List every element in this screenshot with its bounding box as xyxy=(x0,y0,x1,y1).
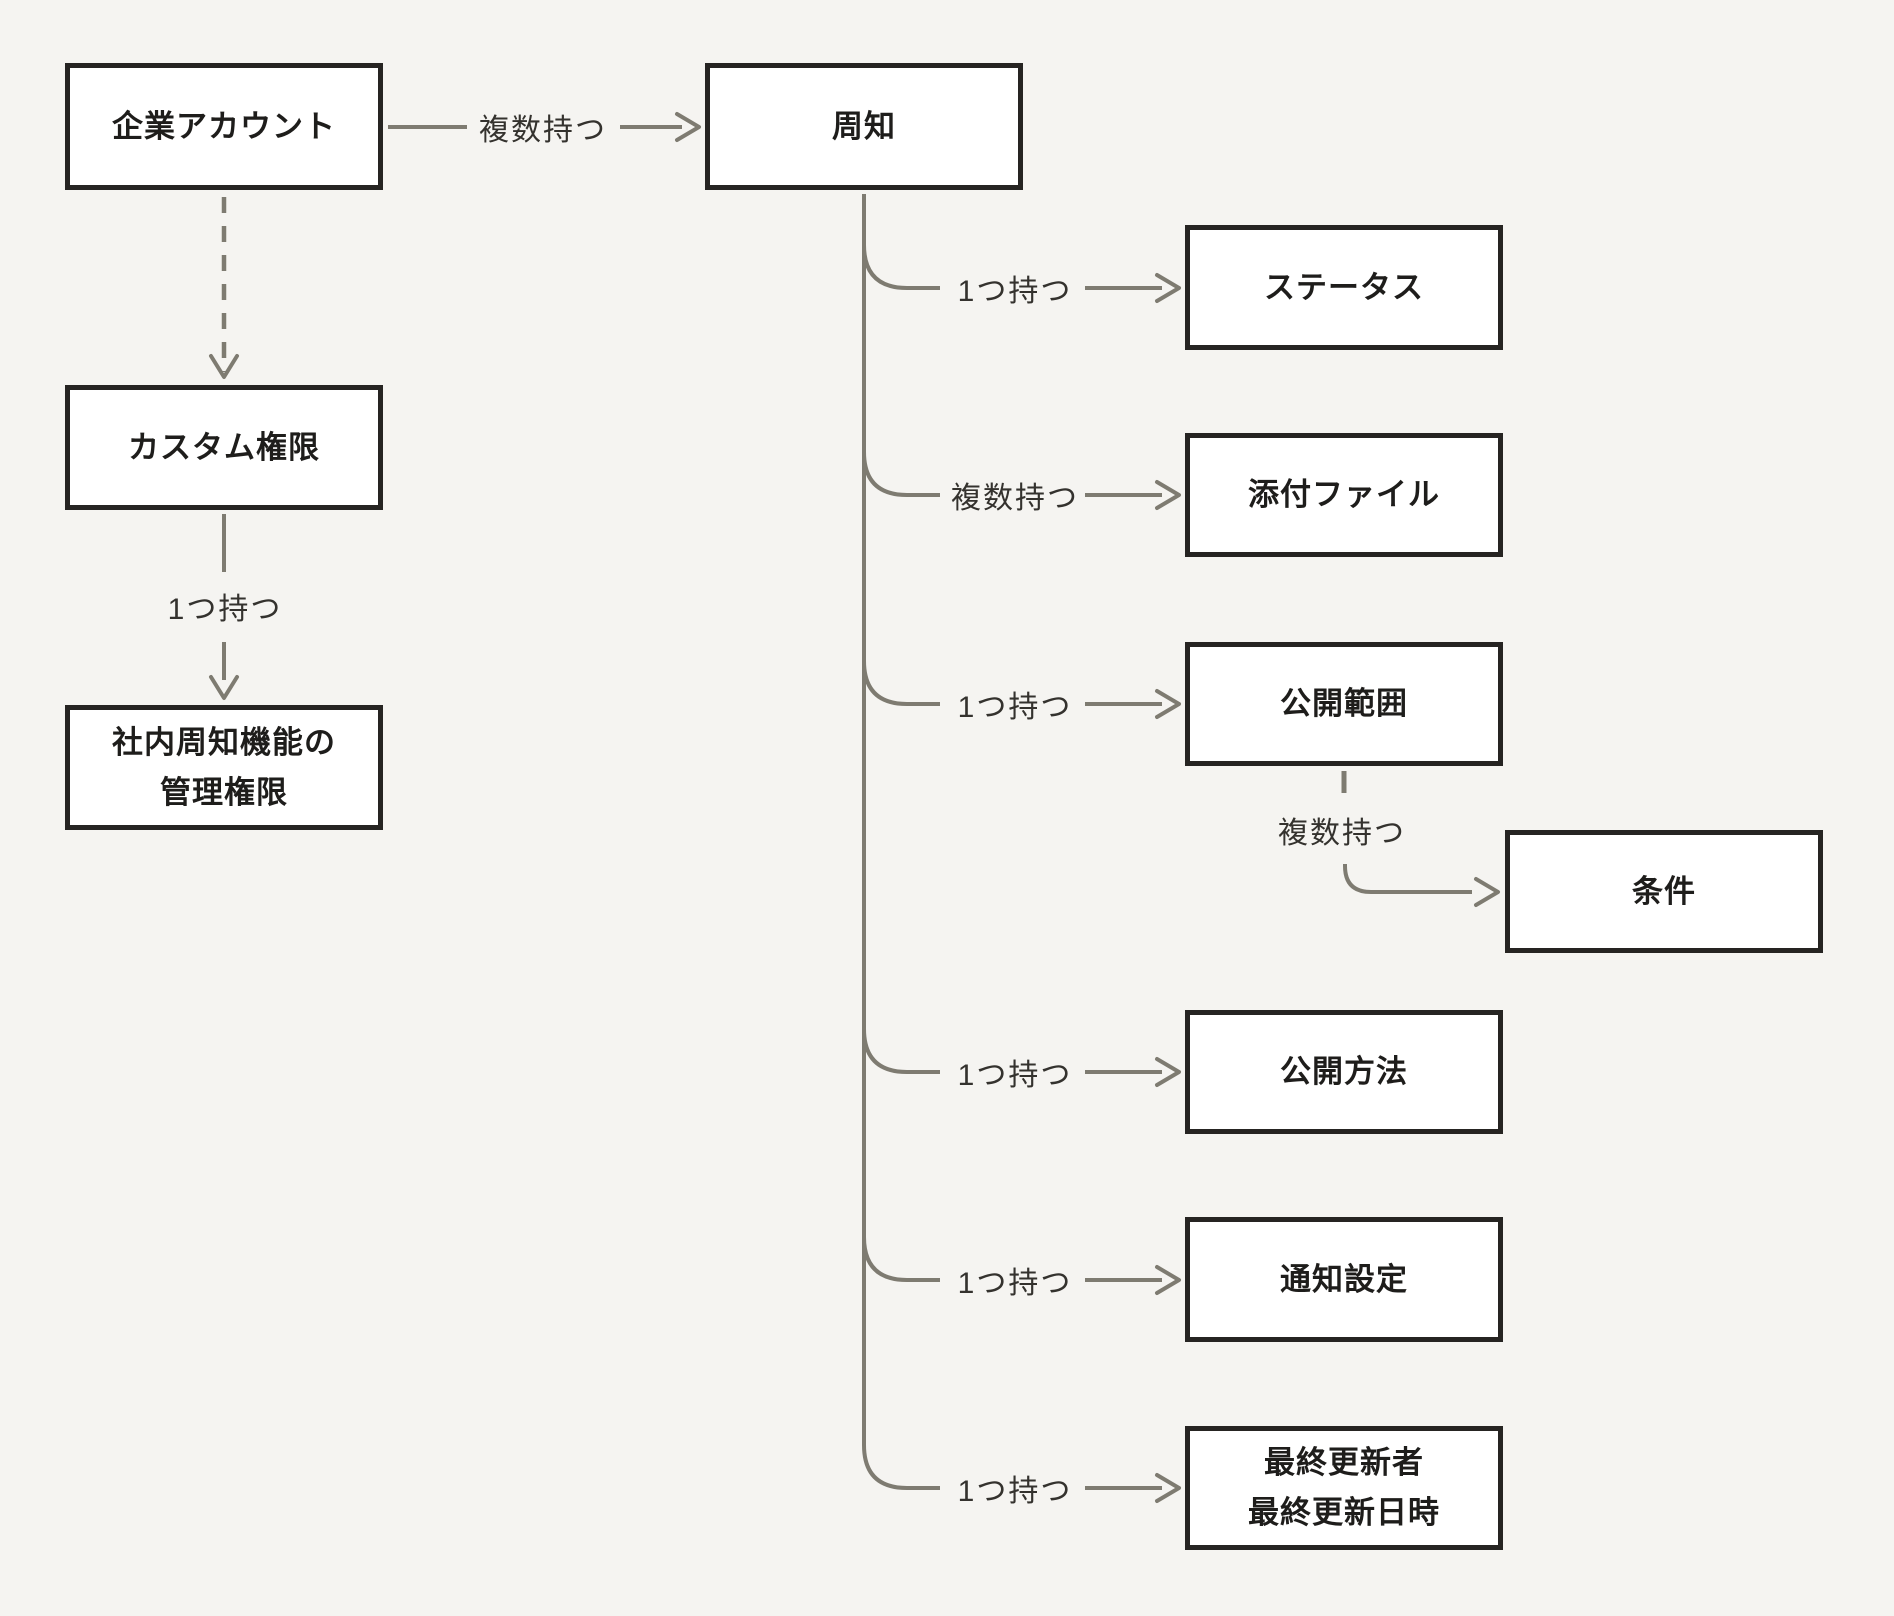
node-announcement: 周知 xyxy=(705,63,1023,190)
edge-label-to-last-updated: 1つ持つ xyxy=(957,1475,1073,1508)
node-attachments-label: 添付ファイル xyxy=(1248,477,1440,513)
node-conditions: 条件 xyxy=(1505,830,1823,953)
branch-curve-notification xyxy=(862,1236,940,1282)
node-corporate-account: 企業アカウント xyxy=(65,63,383,190)
node-publication-method: 公開方法 xyxy=(1185,1010,1503,1134)
node-last-updated: 最終更新者 最終更新日時 xyxy=(1185,1426,1503,1550)
arrowhead-method xyxy=(1155,1057,1181,1087)
branch-curve-method xyxy=(862,1028,940,1074)
edge-label-to-scope: 1つ持つ xyxy=(957,691,1073,724)
arrowhead-attachments xyxy=(1155,480,1181,510)
node-conditions-label: 条件 xyxy=(1632,873,1696,909)
arrowhead-custom-permission xyxy=(209,354,239,379)
edge-label-scope-to-conditions: 複数持つ xyxy=(1278,817,1406,850)
node-status: ステータス xyxy=(1185,225,1503,350)
arrowhead-status xyxy=(1155,273,1181,303)
trunk-line-announcement xyxy=(862,194,940,1490)
node-publication-method-label: 公開方法 xyxy=(1280,1054,1408,1090)
edge-elbow-scope-to-conditions xyxy=(1343,864,1472,894)
node-status-label: ステータス xyxy=(1264,269,1424,305)
node-custom-permission-label: カスタム権限 xyxy=(128,429,320,465)
node-custom-permission: カスタム権限 xyxy=(65,385,383,510)
edge-label-to-method: 1つ持つ xyxy=(957,1059,1073,1092)
arrowhead-scope xyxy=(1155,689,1181,719)
node-notification-settings: 通知設定 xyxy=(1185,1217,1503,1342)
edge-label-corporate-to-announcement: 複数持つ xyxy=(479,114,607,147)
arrowhead-notification xyxy=(1155,1265,1181,1295)
node-publication-scope-label: 公開範囲 xyxy=(1280,686,1408,722)
node-attachments: 添付ファイル xyxy=(1185,433,1503,557)
edge-label-to-attachments: 複数持つ xyxy=(951,482,1079,515)
branch-curve-status xyxy=(862,244,940,290)
node-announcement-label: 周知 xyxy=(832,108,896,144)
branch-curve-scope xyxy=(862,660,940,706)
node-internal-announcement-admin-permission: 社内周知機能の 管理権限 xyxy=(65,705,383,830)
edge-label-custom-to-admin: 1つ持つ xyxy=(167,593,283,626)
arrowhead-admin-permission xyxy=(209,675,239,700)
node-last-updated-label: 最終更新者 最終更新日時 xyxy=(1248,1445,1440,1530)
arrowhead-conditions xyxy=(1474,877,1500,907)
arrowhead-announcement xyxy=(675,112,701,142)
branch-curve-attachments xyxy=(862,451,940,497)
node-publication-scope: 公開範囲 xyxy=(1185,642,1503,766)
node-internal-announcement-admin-permission-label: 社内周知機能の 管理権限 xyxy=(112,724,336,810)
node-notification-settings-label: 通知設定 xyxy=(1280,1261,1408,1297)
arrowhead-last-updated xyxy=(1155,1473,1181,1503)
node-corporate-account-label: 企業アカウント xyxy=(112,108,336,144)
edge-label-to-notification: 1つ持つ xyxy=(957,1267,1073,1300)
edge-label-to-status: 1つ持つ xyxy=(957,275,1073,308)
